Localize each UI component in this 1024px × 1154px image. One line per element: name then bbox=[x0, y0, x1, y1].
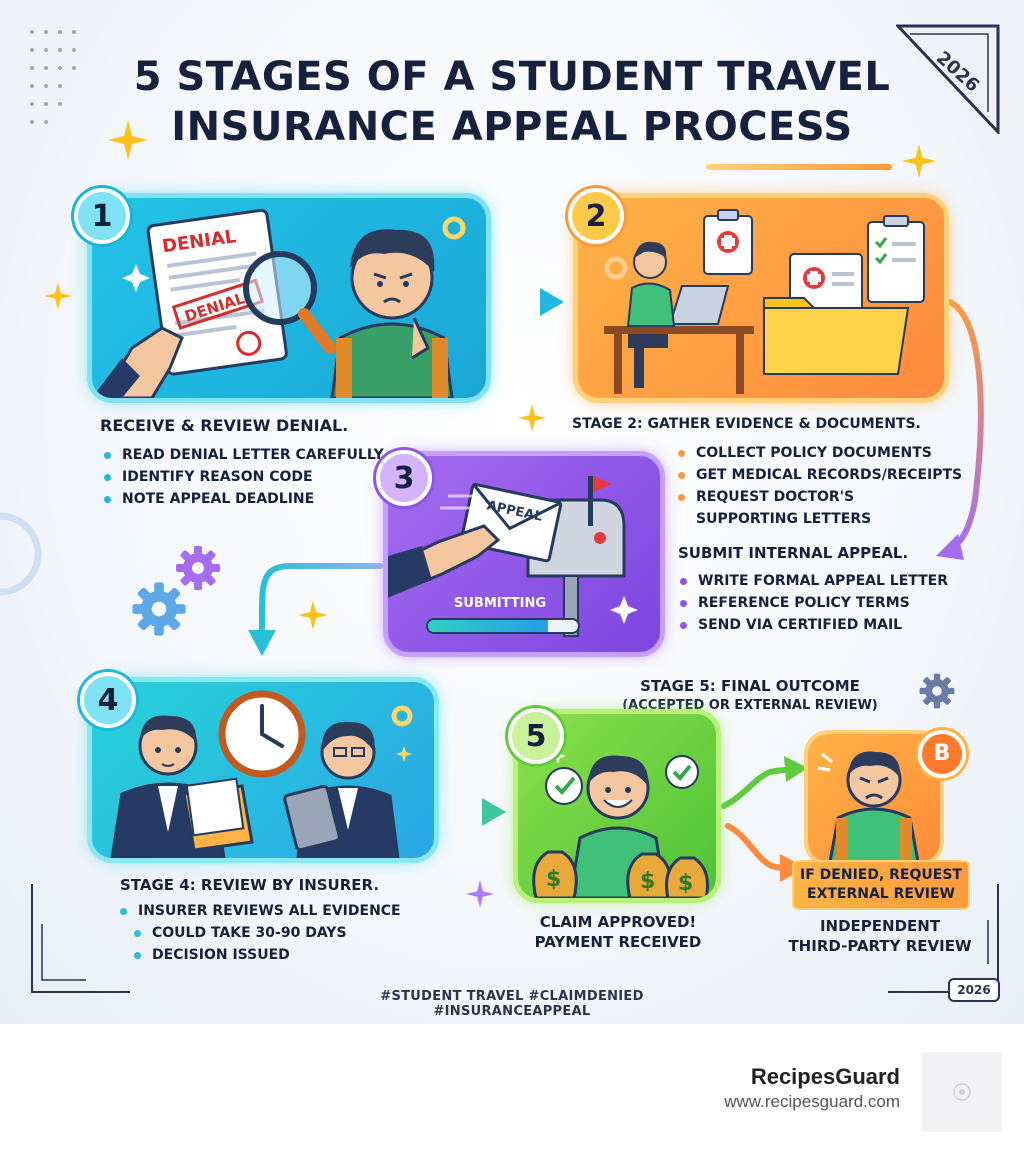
gather-evidence-scene bbox=[604, 209, 925, 394]
gear-icon bbox=[919, 673, 955, 709]
logo-icon bbox=[953, 1083, 971, 1101]
stage-1-bullet: IDENTIFY REASON CODE bbox=[102, 466, 384, 488]
stage-5-caption: CLAIM APPROVED! PAYMENT RECEIVED bbox=[508, 912, 728, 952]
stage-4-bullet: DECISION ISSUED bbox=[132, 944, 401, 966]
ring-decoration bbox=[0, 512, 42, 596]
stage-1-heading: RECEIVE & REVIEW DENIAL. bbox=[100, 416, 349, 435]
gear-icon bbox=[176, 546, 220, 590]
page-title: 5 STAGES OF A STUDENT TRAVEL INSURANCE A… bbox=[80, 52, 944, 152]
gear-icon bbox=[132, 582, 186, 636]
arrow-approved-branch bbox=[721, 756, 808, 809]
svg-text:$: $ bbox=[678, 871, 693, 896]
arrow-stage4-to-stage5 bbox=[437, 798, 506, 826]
stage-5-caption-line-1: CLAIM APPROVED! bbox=[539, 913, 697, 931]
stage-5-heading-line-1: STAGE 5: FINAL OUTCOME bbox=[640, 677, 860, 695]
title-line-2: INSURANCE APPEAL PROCESS bbox=[171, 104, 853, 150]
flow-arrows bbox=[248, 288, 984, 882]
stage-3-bullet-list: WRITE FORMAL APPEAL LETTER REFERENCE POL… bbox=[678, 570, 948, 636]
stage-4-heading: STAGE 4: REVIEW BY INSURER. bbox=[120, 876, 380, 894]
stage-4-illustration bbox=[92, 682, 434, 858]
corner-year-tag: 2026 bbox=[896, 24, 1000, 134]
external-review-caption: INDEPENDENT THIRD-PARTY REVIEW bbox=[770, 916, 990, 956]
stage-5-caption-line-2: PAYMENT RECEIVED bbox=[534, 933, 702, 951]
stage-2-bullet-continued: SUPPORTING LETTERS bbox=[696, 511, 872, 527]
stage-1-bullet: NOTE APPEAL DEADLINE bbox=[102, 488, 384, 510]
stage-2-bullet: GET MEDICAL RECORDS/RECEIPTS bbox=[676, 464, 962, 486]
brand-url[interactable]: www.recipesguard.com bbox=[724, 1092, 900, 1111]
banner-line-2: EXTERNAL REVIEW bbox=[807, 886, 955, 902]
arrow-stage1-to-stage2 bbox=[491, 288, 564, 316]
sparkle-icon bbox=[902, 144, 936, 178]
external-review-caption-line-2: THIRD-PARTY REVIEW bbox=[788, 937, 972, 955]
stage-3-bullet: REFERENCE POLICY TERMS bbox=[678, 592, 948, 614]
stage-5-badge: 5 bbox=[508, 708, 564, 764]
sparkle-icon bbox=[518, 404, 546, 432]
stage-2-bullet-list: COLLECT POLICY DOCUMENTS GET MEDICAL REC… bbox=[676, 442, 962, 530]
footer-strip bbox=[0, 1024, 1024, 1154]
submit-progress-bar bbox=[426, 618, 580, 634]
brand-logo bbox=[922, 1052, 1002, 1132]
stage-2-illustration bbox=[578, 198, 944, 398]
stage-4-bullet: INSURER REVIEWS ALL EVIDENCE bbox=[118, 900, 401, 922]
frustrated-student-scene bbox=[817, 751, 920, 862]
stage-4-bullet-list: INSURER REVIEWS ALL EVIDENCE COULD TAKE … bbox=[118, 900, 401, 966]
stage-3-heading: SUBMIT INTERNAL APPEAL. bbox=[678, 544, 909, 562]
stage-2-badge: 2 bbox=[568, 188, 624, 244]
stage-2-bullet: REQUEST DOCTOR'S bbox=[676, 486, 962, 508]
external-review-caption-line-1: INDEPENDENT bbox=[819, 917, 941, 935]
stage-5-heading: STAGE 5: FINAL OUTCOME (ACCEPTED OR EXTE… bbox=[600, 676, 900, 716]
decorative-line bbox=[706, 164, 892, 170]
stage-4-badge: 4 bbox=[80, 672, 136, 728]
arrow-stage2-to-stage3 bbox=[936, 299, 984, 560]
stage-3-bullet: SEND VIA CERTIFIED MAIL bbox=[678, 614, 948, 636]
brand-block: RecipesGuard www.recipesguard.com bbox=[724, 1064, 900, 1112]
sparkle-icon bbox=[298, 600, 328, 630]
submitting-label: SUBMITTING bbox=[454, 596, 547, 611]
svg-text:$: $ bbox=[640, 869, 655, 894]
sparkle-icon bbox=[108, 120, 148, 160]
stage-1-badge: 1 bbox=[74, 188, 130, 244]
denial-review-scene: DENIAL DENIAL bbox=[92, 208, 466, 398]
footer-year-badge: 2026 bbox=[948, 978, 1000, 1002]
stage-3-bullet: WRITE FORMAL APPEAL LETTER bbox=[678, 570, 948, 592]
svg-text:$: $ bbox=[546, 867, 561, 892]
stage-2-heading: STAGE 2: GATHER EVIDENCE & DOCUMENTS. bbox=[572, 416, 921, 432]
submit-progress-fill bbox=[428, 620, 548, 632]
external-review-banner: IF DENIED, REQUEST EXTERNAL REVIEW bbox=[792, 860, 970, 910]
stage-1-illustration: DENIAL DENIAL bbox=[92, 198, 486, 398]
sparkle-icon bbox=[44, 282, 72, 310]
stage-3-badge: 3 bbox=[376, 450, 432, 506]
submit-appeal-scene: APPEAL bbox=[388, 476, 638, 637]
branch-b-badge: B bbox=[918, 730, 966, 778]
insurer-review-scene bbox=[110, 690, 413, 858]
stage-2-bullet: COLLECT POLICY DOCUMENTS bbox=[676, 442, 962, 464]
corner-bracket-decoration bbox=[31, 884, 130, 993]
dot-grid-decoration bbox=[30, 30, 76, 124]
stage-4-bullet: COULD TAKE 30-90 DAYS bbox=[132, 922, 401, 944]
infographic-poster: 2026 5 STAGES OF A STUDENT TRAVEL INSURA… bbox=[0, 0, 1024, 1024]
hashtags: #STUDENT TRAVEL #CLAIMDENIED #INSURANCEA… bbox=[380, 989, 644, 1019]
banner-line-1: IF DENIED, REQUEST bbox=[800, 867, 962, 883]
sparkle-icon bbox=[466, 880, 494, 908]
arrow-stage3-to-stage4 bbox=[248, 563, 383, 656]
stage-1-bullet: READ DENIAL LETTER CAREFULLY bbox=[102, 444, 384, 466]
stage-5-heading-line-2: (ACCEPTED OR EXTERNAL REVIEW) bbox=[622, 698, 878, 713]
brand-name: RecipesGuard bbox=[750, 1064, 900, 1089]
claim-approved-scene: $ $ $ bbox=[532, 748, 709, 898]
stage-3-illustration: APPEAL SUBMITTING bbox=[388, 456, 660, 652]
stage-1-bullet-list: READ DENIAL LETTER CAREFULLY IDENTIFY RE… bbox=[102, 444, 384, 510]
title-line-1: 5 STAGES OF A STUDENT TRAVEL bbox=[133, 54, 891, 100]
